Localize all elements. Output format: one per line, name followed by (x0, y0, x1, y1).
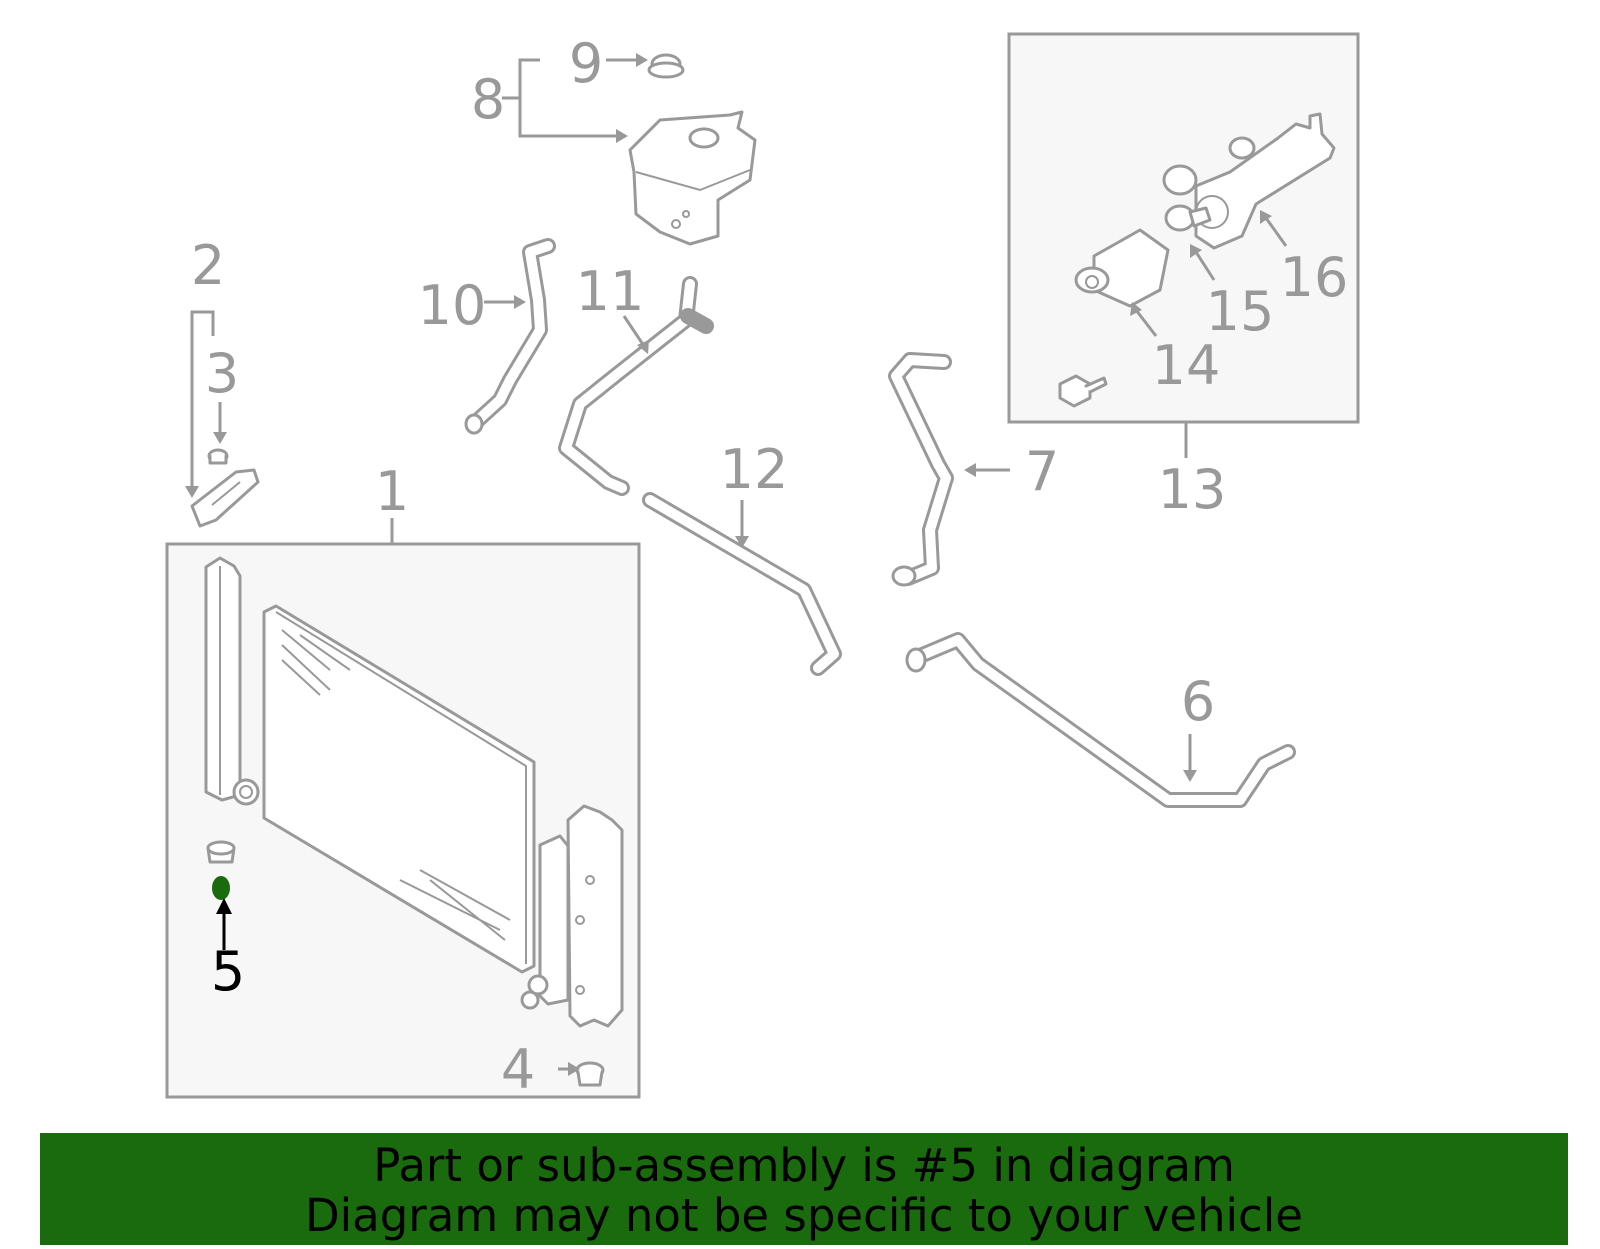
callout-7: 7 (1025, 440, 1059, 503)
hose-11 (558, 276, 714, 496)
footer-line-2: Diagram may not be specific to your vehi… (305, 1189, 1303, 1242)
callout-16: 16 (1280, 246, 1349, 309)
callout-15: 15 (1206, 280, 1275, 343)
callout-8: 8 (471, 68, 505, 131)
radiator-right-tank (520, 804, 624, 1028)
callout-2: 2 (191, 234, 225, 297)
callout-3: 3 (205, 342, 239, 405)
part-5-cushion (206, 840, 236, 900)
radiator-core (262, 604, 536, 974)
thermostat-cover-14 (1074, 228, 1170, 308)
callout-1: 1 (375, 460, 409, 523)
callout-10: 10 (418, 274, 487, 337)
reservoir-tank (628, 110, 757, 246)
callout-6: 6 (1181, 670, 1215, 733)
hose-7 (888, 352, 954, 587)
footer-line-1: Part or sub-assembly is #5 in diagram (373, 1139, 1235, 1192)
part-4-cushion (575, 1061, 605, 1087)
reservoir-cap (647, 53, 685, 79)
callout-14: 14 (1152, 334, 1221, 397)
thermostat-housing-16 (1194, 112, 1336, 250)
part-2-bracket (190, 468, 260, 528)
hose-12 (642, 492, 842, 676)
footer-banner: Part or sub-assembly is #5 in diagram Di… (40, 1133, 1568, 1245)
callout-11: 11 (576, 260, 645, 323)
callout-12: 12 (720, 438, 789, 501)
hose-6 (905, 632, 1296, 808)
callout-5: 5 (211, 940, 245, 1003)
callout-13: 13 (1158, 458, 1227, 521)
radiator-left-tank (204, 556, 260, 806)
hose-10 (464, 238, 556, 435)
callout-4: 4 (501, 1038, 535, 1101)
thermostat-bolt (1058, 374, 1108, 408)
thermostat-15 (1162, 164, 1212, 232)
callout-9: 9 (569, 32, 603, 95)
part-3-nut (207, 448, 229, 465)
